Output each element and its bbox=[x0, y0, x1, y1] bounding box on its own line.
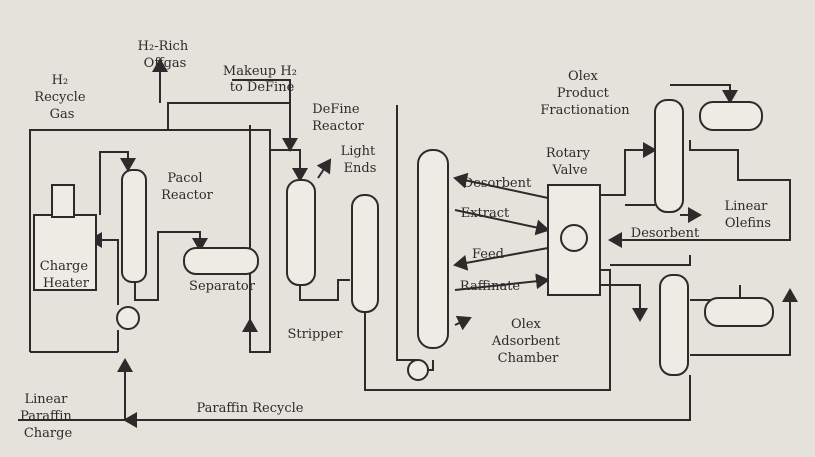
label-charge-heater: Charge Heater bbox=[40, 259, 92, 291]
label-desorbent-in: Desorbent bbox=[463, 176, 532, 191]
label-stripper: Stripper bbox=[287, 327, 343, 342]
label-feed: Feed bbox=[472, 247, 504, 262]
label-extract: Extract bbox=[461, 206, 510, 221]
label-linear-paraffin-charge: Linear Paraffin Charge bbox=[20, 392, 76, 441]
label-raffinate: Raffinate bbox=[460, 279, 521, 294]
label-separator: Separator bbox=[189, 279, 256, 294]
label-rotary-valve: Rotary Valve bbox=[546, 146, 594, 178]
label-light-ends: Light Ends bbox=[341, 144, 380, 176]
define-reactor bbox=[286, 179, 316, 286]
pump-icon bbox=[407, 359, 429, 381]
extract-fractionator bbox=[654, 99, 684, 213]
label-h2-recycle-gas: H₂ Recycle Gas bbox=[34, 73, 89, 122]
rotary-valve bbox=[547, 184, 601, 296]
raffinate-fractionator bbox=[659, 274, 689, 376]
label-linear-olefins: Linear Olefins bbox=[725, 199, 772, 231]
label-paraffin-recycle: Paraffin Recycle bbox=[196, 401, 303, 416]
charge-heater bbox=[33, 184, 97, 291]
process-lines bbox=[18, 58, 798, 428]
label-pacol-reactor: Pacol Reactor bbox=[161, 171, 214, 203]
separator-drum bbox=[183, 247, 259, 275]
label-h2-rich-offgas: H₂-Rich Offgas bbox=[138, 39, 193, 71]
stripper-column bbox=[351, 194, 379, 313]
raffinate-receiver-drum bbox=[704, 297, 774, 327]
extract-receiver-drum bbox=[699, 101, 763, 131]
adsorbent-chamber bbox=[417, 149, 449, 349]
label-makeup-h2: Makeup H₂ to DeFine bbox=[223, 64, 301, 95]
label-define-reactor: DeFine Reactor bbox=[312, 102, 365, 134]
pacol-reactor bbox=[121, 169, 147, 283]
charge-pump-icon bbox=[116, 306, 140, 330]
label-olex-product-fractionation: Olex Product Fractionation bbox=[540, 69, 630, 118]
label-olex-adsorbent-chamber: Olex Adsorbent Chamber bbox=[491, 317, 564, 366]
label-desorbent-return: Desorbent bbox=[631, 226, 700, 241]
